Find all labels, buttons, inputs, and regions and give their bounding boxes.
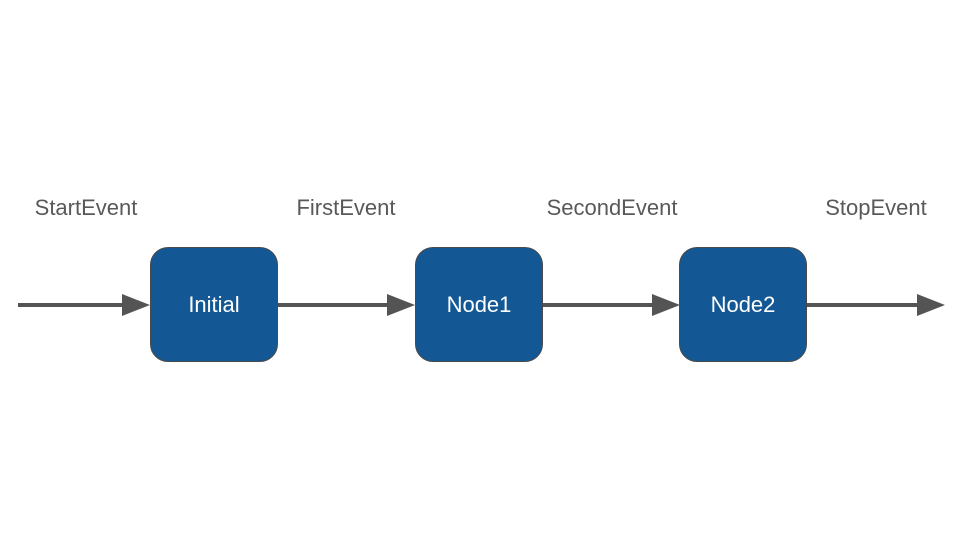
edge-arrow-node2-to-end bbox=[807, 294, 945, 316]
edge-label-firstevent: FirstEvent bbox=[296, 195, 396, 220]
node-label: Node2 bbox=[710, 291, 776, 317]
edge-arrow-initial-to-node1 bbox=[278, 294, 415, 316]
node-node1: Node1 bbox=[415, 247, 543, 362]
arrow-line bbox=[278, 303, 387, 307]
arrow-head-icon bbox=[917, 294, 945, 316]
arrow-line bbox=[807, 303, 917, 307]
edge-label-stopevent: StopEvent bbox=[825, 195, 927, 220]
arrow-line bbox=[543, 303, 652, 307]
node-label: Node1 bbox=[446, 291, 512, 317]
node-label: Initial bbox=[188, 291, 240, 317]
node-node2: Node2 bbox=[679, 247, 807, 362]
node-initial: Initial bbox=[150, 247, 278, 362]
edge-arrow-node1-to-node2 bbox=[543, 294, 680, 316]
edge-label-startevent: StartEvent bbox=[34, 195, 138, 220]
arrow-line bbox=[18, 303, 122, 307]
edge-arrow-start-to-initial bbox=[18, 294, 150, 316]
arrow-head-icon bbox=[387, 294, 415, 316]
arrow-head-icon bbox=[652, 294, 680, 316]
edge-label-secondevent: SecondEvent bbox=[546, 195, 678, 220]
arrow-head-icon bbox=[122, 294, 150, 316]
